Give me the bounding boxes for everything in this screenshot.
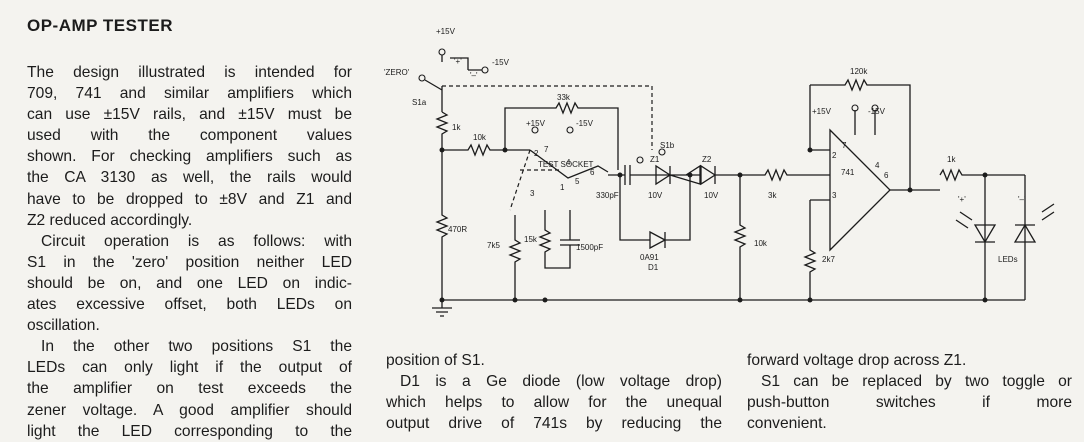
label-z2-voltage: 10V [704,191,719,200]
text-line: can use ±15V rails, and ±15V must be [27,106,352,124]
text-line: Z2 reduced accordingly. [27,211,193,229]
right-text-column: forward voltage drop across Z1. S1 can be… [747,350,1072,434]
label-amp-pin7: 7 [842,141,847,150]
label-s1a: S1a [412,98,427,107]
text-line: have to be dropped to ±8V and Z1 and [27,190,352,208]
label-r-2k7: 2k7 [822,255,835,264]
label-led-minus: '–' [1018,195,1026,204]
label-pin6: 6 [590,168,595,177]
label-test-socket: TEST SOCKET [538,160,594,169]
text-line: convenient. [747,415,827,433]
text-line: ates excessive offset, both LEDs on [27,296,352,314]
label-z2: Z2 [702,155,712,164]
label-d1-part: 0A91 [640,253,659,262]
text-line: used with the component values [27,127,352,145]
label-r-10k-b: 10k [754,239,768,248]
label-minus15-socket: -15V [576,119,594,128]
label-c330: 330pF [596,191,619,200]
label-r-15k: 15k [524,235,538,244]
label-minus15-top: -15V [492,58,510,67]
test-socket-outline [509,149,560,211]
label-plus15-top: +15V [436,27,456,36]
text-line: should be on, and one LED on indic- [27,274,352,292]
label-r-1k-a: 1k [452,123,461,132]
label-amp-pin4: 4 [875,161,880,170]
label-amp-pin6: 6 [884,171,889,180]
label-minus15-amp: -15V [868,107,886,116]
middle-text-column: position of S1. D1 is a Ge diode (low vol… [386,350,722,434]
text-line: shown. For checking amplifiers such as [27,148,352,166]
terminal-circles [418,48,879,164]
label-r-1k-b: 1k [947,155,956,164]
label-z1-voltage: 10V [648,191,663,200]
label-r-470r: 470R [448,225,467,234]
label-pin4: 4 [566,158,571,167]
label-r-33k: 33k [557,93,571,102]
left-text-column: The design illustrated is intended for 70… [27,62,352,442]
label-pin7: 7 [544,145,549,154]
text-line: light the LED corresponding to the [27,422,352,440]
label-plus15-socket: +15V [526,119,546,128]
label-d1: D1 [648,263,659,272]
label-zero: 'ZERO' [384,68,410,77]
op-amp-tester-schematic: +15V -15V 'ZERO' S1a '+' '–' 1k 10k 33k … [384,27,1055,317]
label-r-10k-a: 10k [473,133,487,142]
label-plus-position: '+' [454,57,462,66]
text-line: position of S1. [386,352,485,369]
label-amp-name: 741 [841,168,855,177]
text-line: LEDs can only light if the output of [27,359,352,377]
connection-dots [439,147,988,303]
switch-gang-link [442,85,653,150]
text-line: the CA 3130 as well, the rails would [27,169,352,187]
text-line: zener voltage. A good amplifier should [27,401,352,419]
label-led-plus: '+' [958,195,966,204]
text-line: The design illustrated is intended for [27,64,352,81]
text-line: oscillation. [27,317,100,335]
label-r-7k5: 7k5 [487,241,500,250]
text-line: push-button switches if more [747,394,1072,412]
label-s1b: S1b [660,141,675,150]
label-r-3k: 3k [768,191,777,200]
schematic-wires [424,55,1055,317]
label-z1: Z1 [650,155,660,164]
text-line: which helps to allow for the unequal [386,394,722,412]
text-line: S1 can be replaced by two toggle or [761,373,1072,391]
text-line: 709, 741 and similar amplifiers which [27,85,352,103]
text-line: S1 in the 'zero' position neither LED [27,253,352,271]
text-line: the amplifier on test exceeds the [27,380,352,398]
label-plus15-amp: +15V [812,107,832,116]
label-leds: LEDs [998,255,1018,264]
text-line: forward voltage drop across Z1. [747,352,967,369]
label-c1500: 1500pF [576,243,603,252]
text-line: D1 is a Ge diode (low voltage drop) [400,373,722,391]
label-pin1: 1 [560,183,565,192]
label-minus-position: '–' [470,71,478,80]
text-line: Circuit operation is as follows: with [41,232,352,250]
label-r-120k: 120k [850,67,868,76]
text-line: In the other two positions S1 the [41,338,352,356]
label-amp-pin3: 3 [832,191,837,200]
label-amp-pin2: 2 [832,151,837,160]
label-pin5: 5 [575,177,580,186]
label-pin3: 3 [530,189,535,198]
article-title: OP-AMP TESTER [27,16,173,35]
text-line: output drive of 741s by reducing the [386,415,722,433]
label-pin2: 2 [534,149,539,158]
